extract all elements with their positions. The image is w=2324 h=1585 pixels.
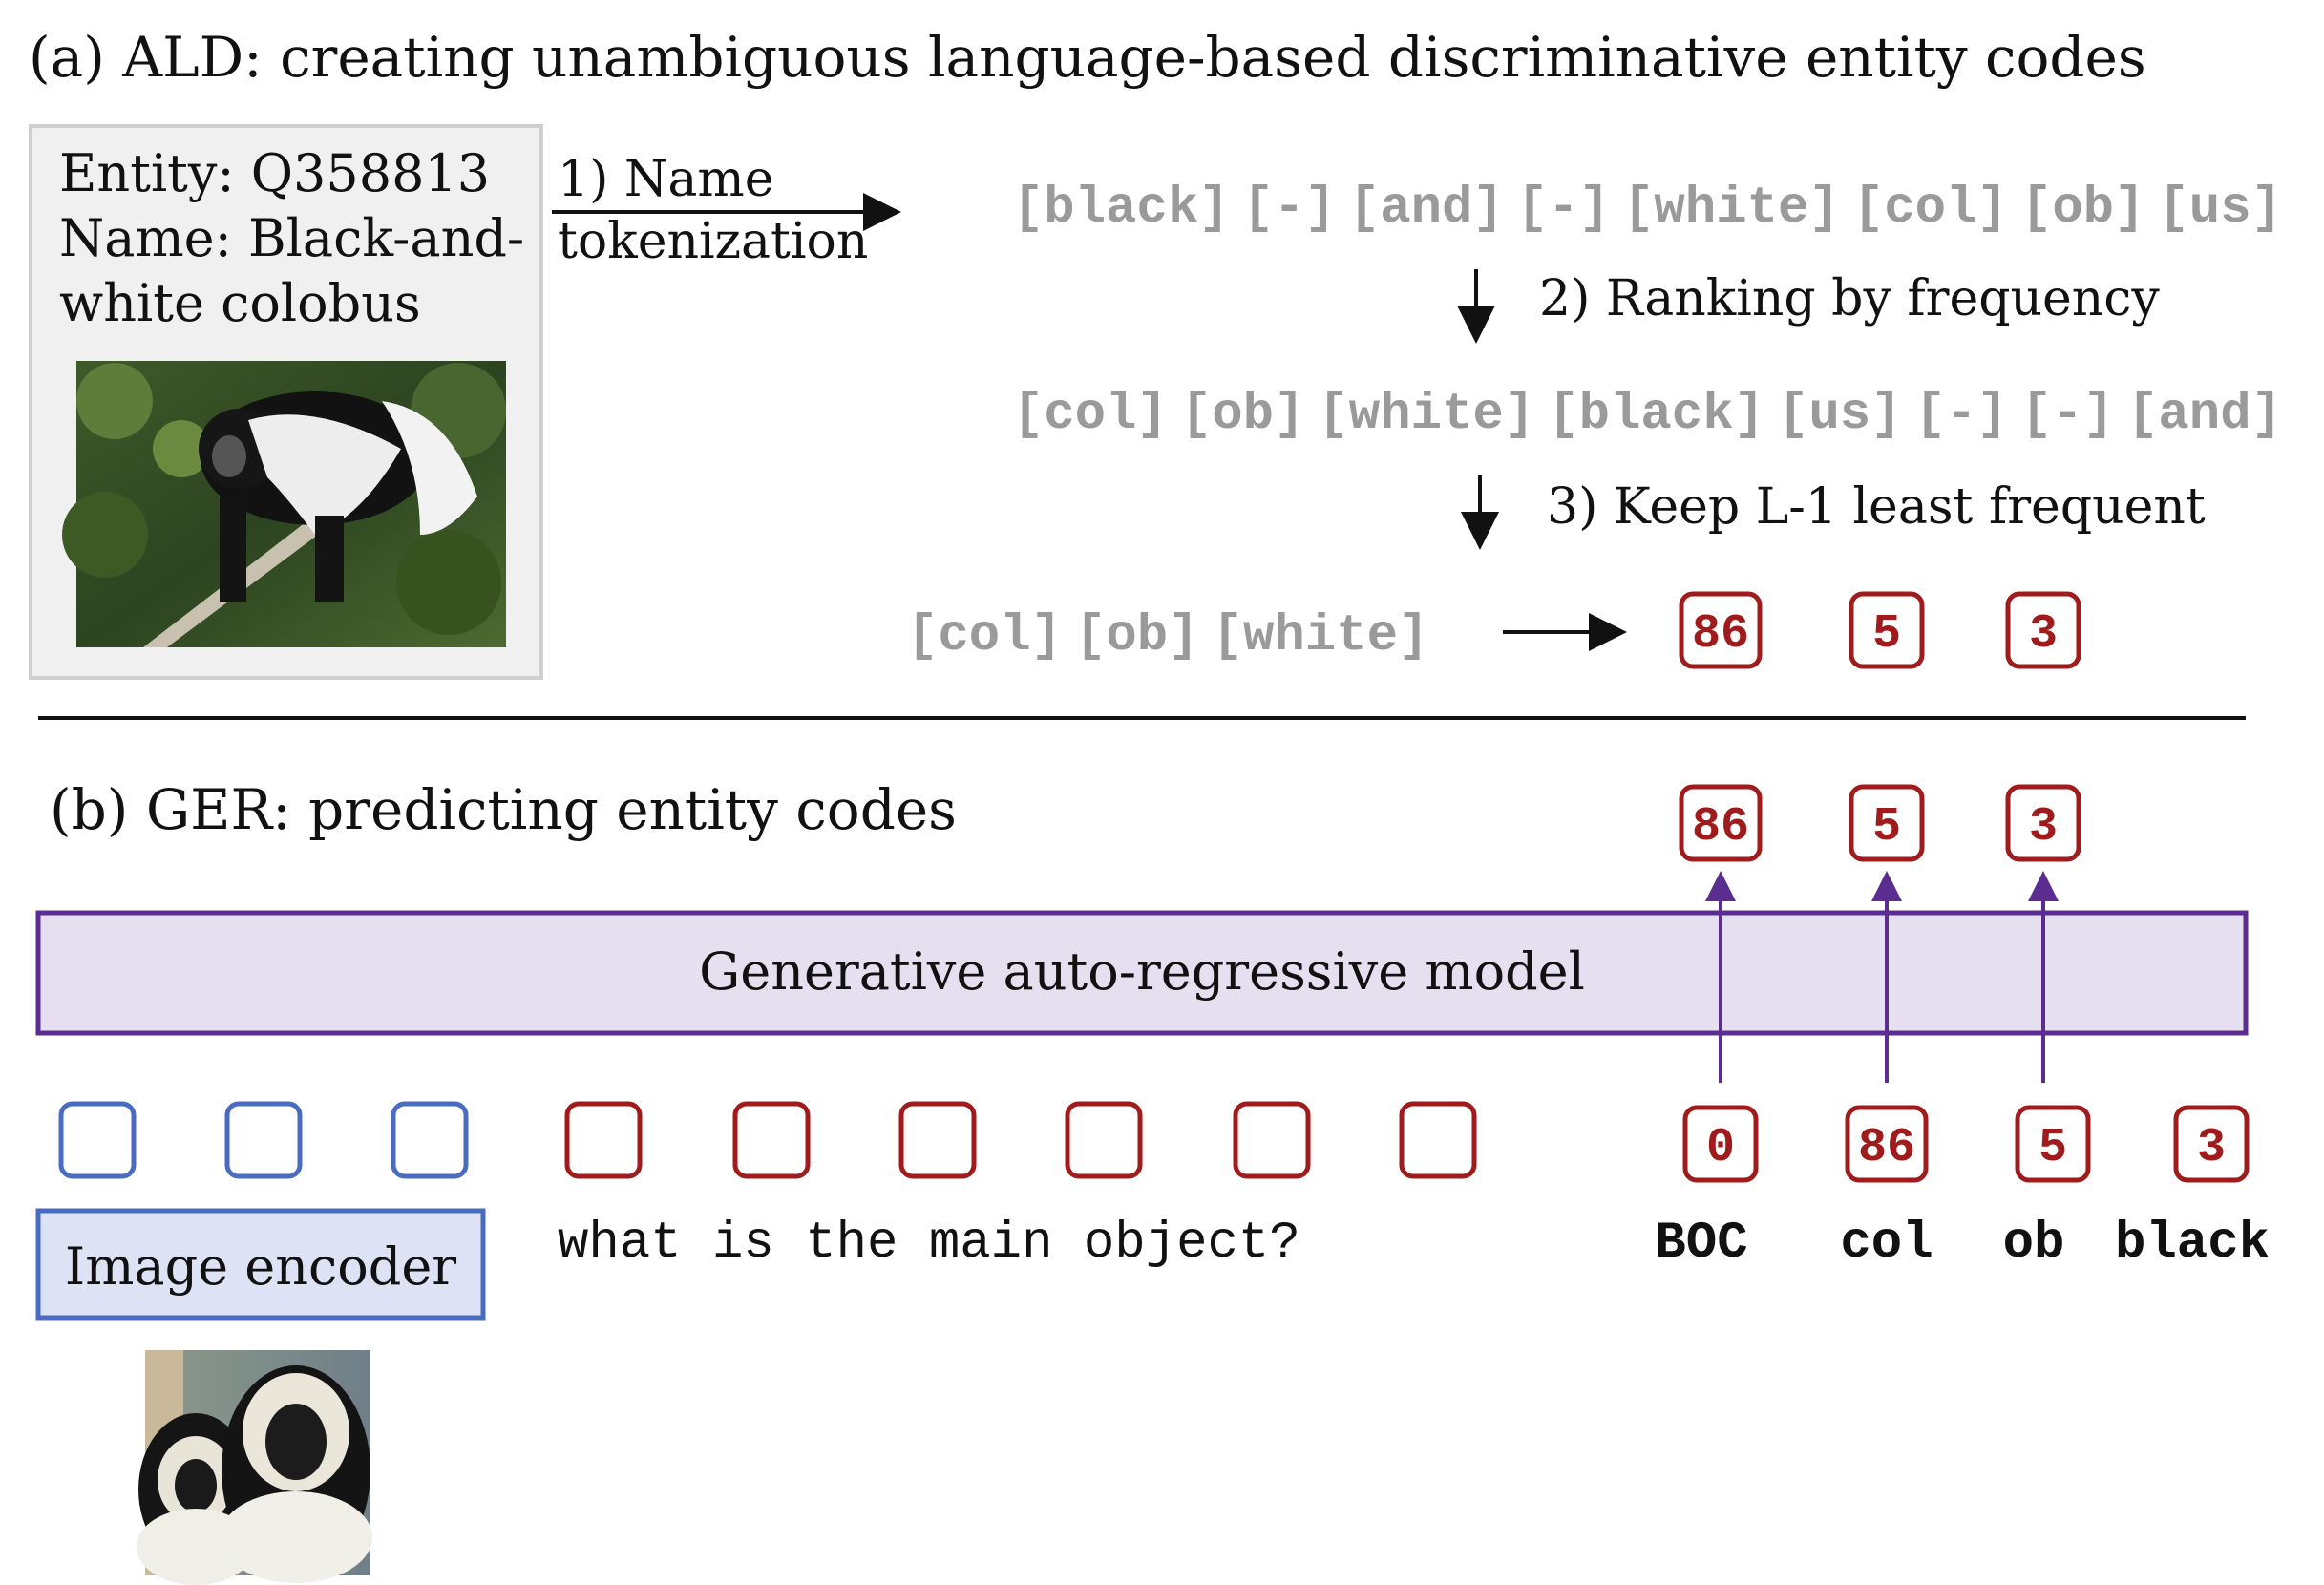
encoder-label: Image encoder	[65, 1236, 456, 1297]
code-value: 5	[2039, 1121, 2067, 1175]
step3-label: 3) Keep L-1 least frequent	[1547, 478, 2206, 536]
model-label: Generative auto-regressive model	[699, 941, 1585, 1002]
input-word: col	[1840, 1215, 1933, 1273]
token: [white]	[1623, 180, 1840, 238]
token: [col]	[907, 607, 1062, 666]
token: [and]	[2127, 386, 2282, 444]
code-value: 86	[1858, 1121, 1915, 1175]
token: [col]	[1853, 180, 2008, 238]
token: [-]	[1915, 386, 2008, 444]
input-word: black	[2115, 1215, 2270, 1273]
entity-id: Entity: Q358813	[59, 143, 490, 203]
text-token	[1065, 1101, 1143, 1179]
section-b-title: (b) GER: predicting entity codes	[50, 777, 957, 842]
code-value: 0	[1706, 1121, 1735, 1175]
code-value: 3	[2029, 607, 2058, 662]
tokens-row: [black][-][and][-][white][col][ob][us]	[1013, 180, 2282, 238]
text-token	[564, 1101, 643, 1179]
code-box	[1849, 784, 1925, 862]
text-token	[1399, 1101, 1477, 1179]
token: [black]	[1548, 386, 1764, 444]
code-box	[2015, 1105, 2091, 1183]
prediction-arrows	[1705, 871, 2059, 1083]
token: [ob]	[1181, 386, 1305, 444]
code-value: 5	[1872, 607, 1901, 662]
image-token	[58, 1101, 137, 1179]
input-word: ob	[2003, 1215, 2065, 1273]
token: [ob]	[2021, 180, 2145, 238]
section-a-title: (a) ALD: creating unambiguous language-b…	[29, 25, 2146, 90]
image-tokens	[58, 1101, 469, 1179]
two-monkeys-photo-icon	[137, 1350, 372, 1585]
token: [-]	[1517, 180, 1610, 238]
image-encoder-box: Image encoder	[35, 1208, 486, 1321]
token: [-]	[2021, 386, 2114, 444]
code-value: 3	[2197, 1121, 2226, 1175]
token: [ob]	[1075, 607, 1199, 666]
question-tokens	[564, 1101, 1477, 1179]
token: [black]	[1013, 180, 1230, 238]
entity-codes-a: 86 5 3	[1679, 591, 2081, 669]
code-value: 5	[1872, 800, 1901, 855]
code-box	[1682, 1105, 1759, 1183]
text-token	[1233, 1101, 1311, 1179]
token: [-]	[1243, 180, 1336, 238]
text-token	[732, 1101, 811, 1179]
input-word: BOC	[1655, 1215, 1747, 1273]
token: [col]	[1013, 386, 1168, 444]
question-text: what is the main object?	[558, 1215, 1300, 1273]
entity-name-line-1: Name: Black-and-	[59, 208, 524, 268]
code-box	[2173, 1105, 2250, 1183]
token: [white]	[1318, 386, 1534, 444]
code-value: 86	[1692, 607, 1749, 662]
code-box	[1679, 591, 1763, 669]
code-box	[1849, 591, 1925, 669]
token: [us]	[2158, 180, 2282, 238]
image-token	[224, 1101, 303, 1179]
code-value: 86	[1692, 800, 1749, 855]
ranked-row: [col][ob][white][black][us][-][-][and]	[1013, 386, 2282, 444]
step1-label-line2: tokenization	[558, 213, 868, 270]
code-box	[1679, 784, 1763, 862]
token: [white]	[1213, 607, 1429, 666]
code-box	[2005, 591, 2081, 669]
step2-label: 2) Ranking by frequency	[1539, 270, 2160, 328]
code-box	[2005, 784, 2081, 862]
generative-model-box: Generative auto-regressive model	[35, 910, 2249, 1036]
entity-name-line-2: white colobus	[59, 273, 421, 333]
input-codes: 0 86 5 3	[1682, 1105, 2250, 1183]
token: [and]	[1349, 180, 1504, 238]
colobus-photo-icon	[62, 361, 506, 647]
code-box	[1845, 1105, 1929, 1183]
token: [us]	[1778, 386, 1902, 444]
image-token	[391, 1101, 469, 1179]
code-value: 3	[2029, 800, 2058, 855]
entity-card: Entity: Q358813 Name: Black-and- white c…	[29, 124, 543, 680]
output-codes: 86 5 3	[1679, 784, 2081, 862]
step1-label-line1: 1) Name	[558, 151, 773, 208]
kept-row: [col][ob][white]	[907, 607, 1428, 666]
text-token	[898, 1101, 977, 1179]
